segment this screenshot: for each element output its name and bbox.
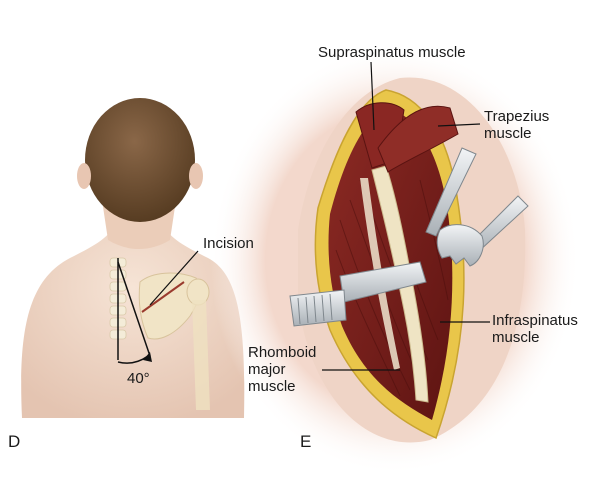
panel-label-e: E [300,432,312,451]
angle-label: 40° [127,370,150,387]
right-ear [189,163,203,189]
panel-label-d: D [8,432,21,451]
incision-leader [149,250,199,306]
angle-arrowhead [143,352,152,362]
angle-diagonal-line [117,261,151,357]
left-ear [77,163,91,189]
upper-retractor [425,147,477,237]
supraspinatus-label: Supraspinatus muscle [318,44,466,61]
lower-retractor [289,261,427,327]
incision-label: Incision [203,235,254,252]
rhomboid-label: Rhomboid major muscle [248,344,317,395]
trapezius-flap [377,105,459,173]
surgical-view [210,45,580,475]
humerus [192,300,210,410]
supraspinatus-leader [370,61,375,131]
rake-retractor [436,195,529,267]
infraspinatus-label: Infraspinatus muscle [492,312,578,346]
shoulders-torso [21,218,245,418]
child-back-figure [21,98,245,418]
trapezius-leader [437,123,481,127]
incision-line [141,281,185,313]
head [85,98,195,222]
trapezius-label: Trapezius muscle [484,108,550,142]
